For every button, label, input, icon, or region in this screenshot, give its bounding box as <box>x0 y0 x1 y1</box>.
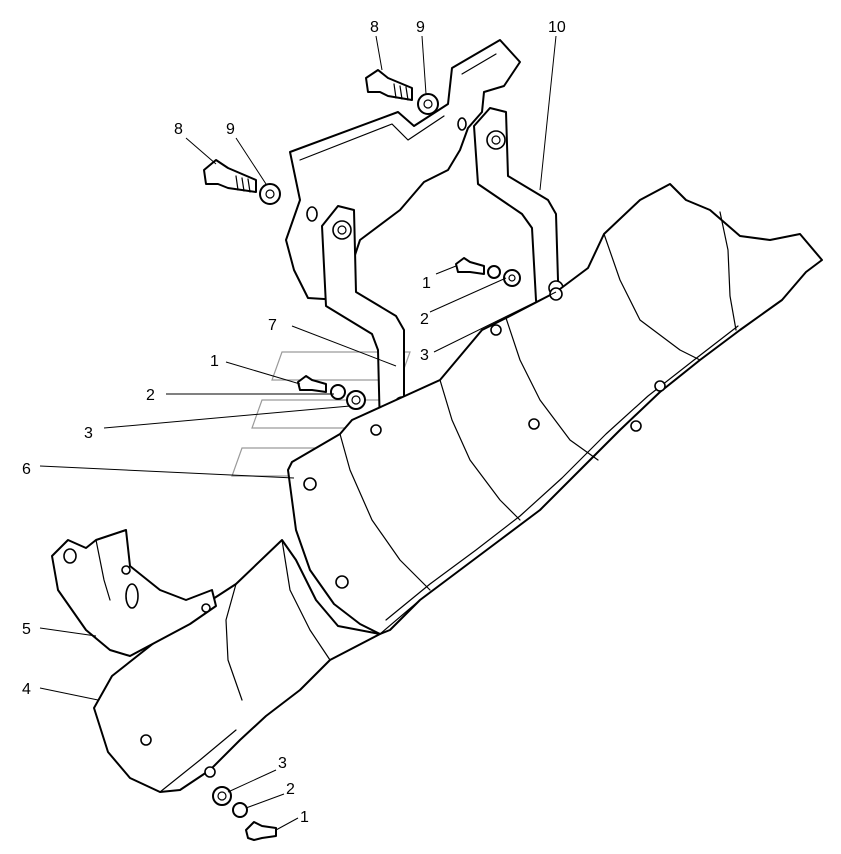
upper-nut-9 <box>417 93 439 115</box>
fastener-set-middle <box>297 375 366 410</box>
callout-9-left: 9 <box>226 121 235 138</box>
callout-2-bottom: 2 <box>286 781 295 798</box>
upper-bolt-8 <box>365 69 413 101</box>
leader-lines <box>39 35 557 831</box>
callout-2-middle: 2 <box>146 387 155 404</box>
callout-1-bottom: 1 <box>300 809 309 826</box>
fastener-set-bottom <box>212 786 277 841</box>
callout-8-left: 8 <box>174 121 183 138</box>
callout-5: 5 <box>22 621 31 638</box>
callout-1-middle: 1 <box>210 353 219 370</box>
fastener-set-upper <box>455 257 521 287</box>
main-heat-shield <box>287 183 823 635</box>
left-bolt-8 <box>203 159 257 193</box>
callout-6: 6 <box>22 461 31 478</box>
callout-8-upper: 8 <box>370 19 379 36</box>
callout-2-upper: 2 <box>420 311 429 328</box>
callout-3-bottom: 3 <box>278 755 287 772</box>
callout-3-middle: 3 <box>84 425 93 442</box>
callout-labels: 8 9 10 8 9 1 2 3 7 1 2 3 6 5 4 3 2 1 <box>22 19 566 826</box>
callout-7: 7 <box>268 317 277 334</box>
callout-10: 10 <box>548 19 566 36</box>
callout-3-upper: 3 <box>420 347 429 364</box>
callout-9-upper: 9 <box>416 19 425 36</box>
callout-4: 4 <box>22 681 31 698</box>
left-nut-9 <box>259 183 281 205</box>
front-bracket <box>51 529 217 657</box>
callout-1-upper: 1 <box>422 275 431 292</box>
